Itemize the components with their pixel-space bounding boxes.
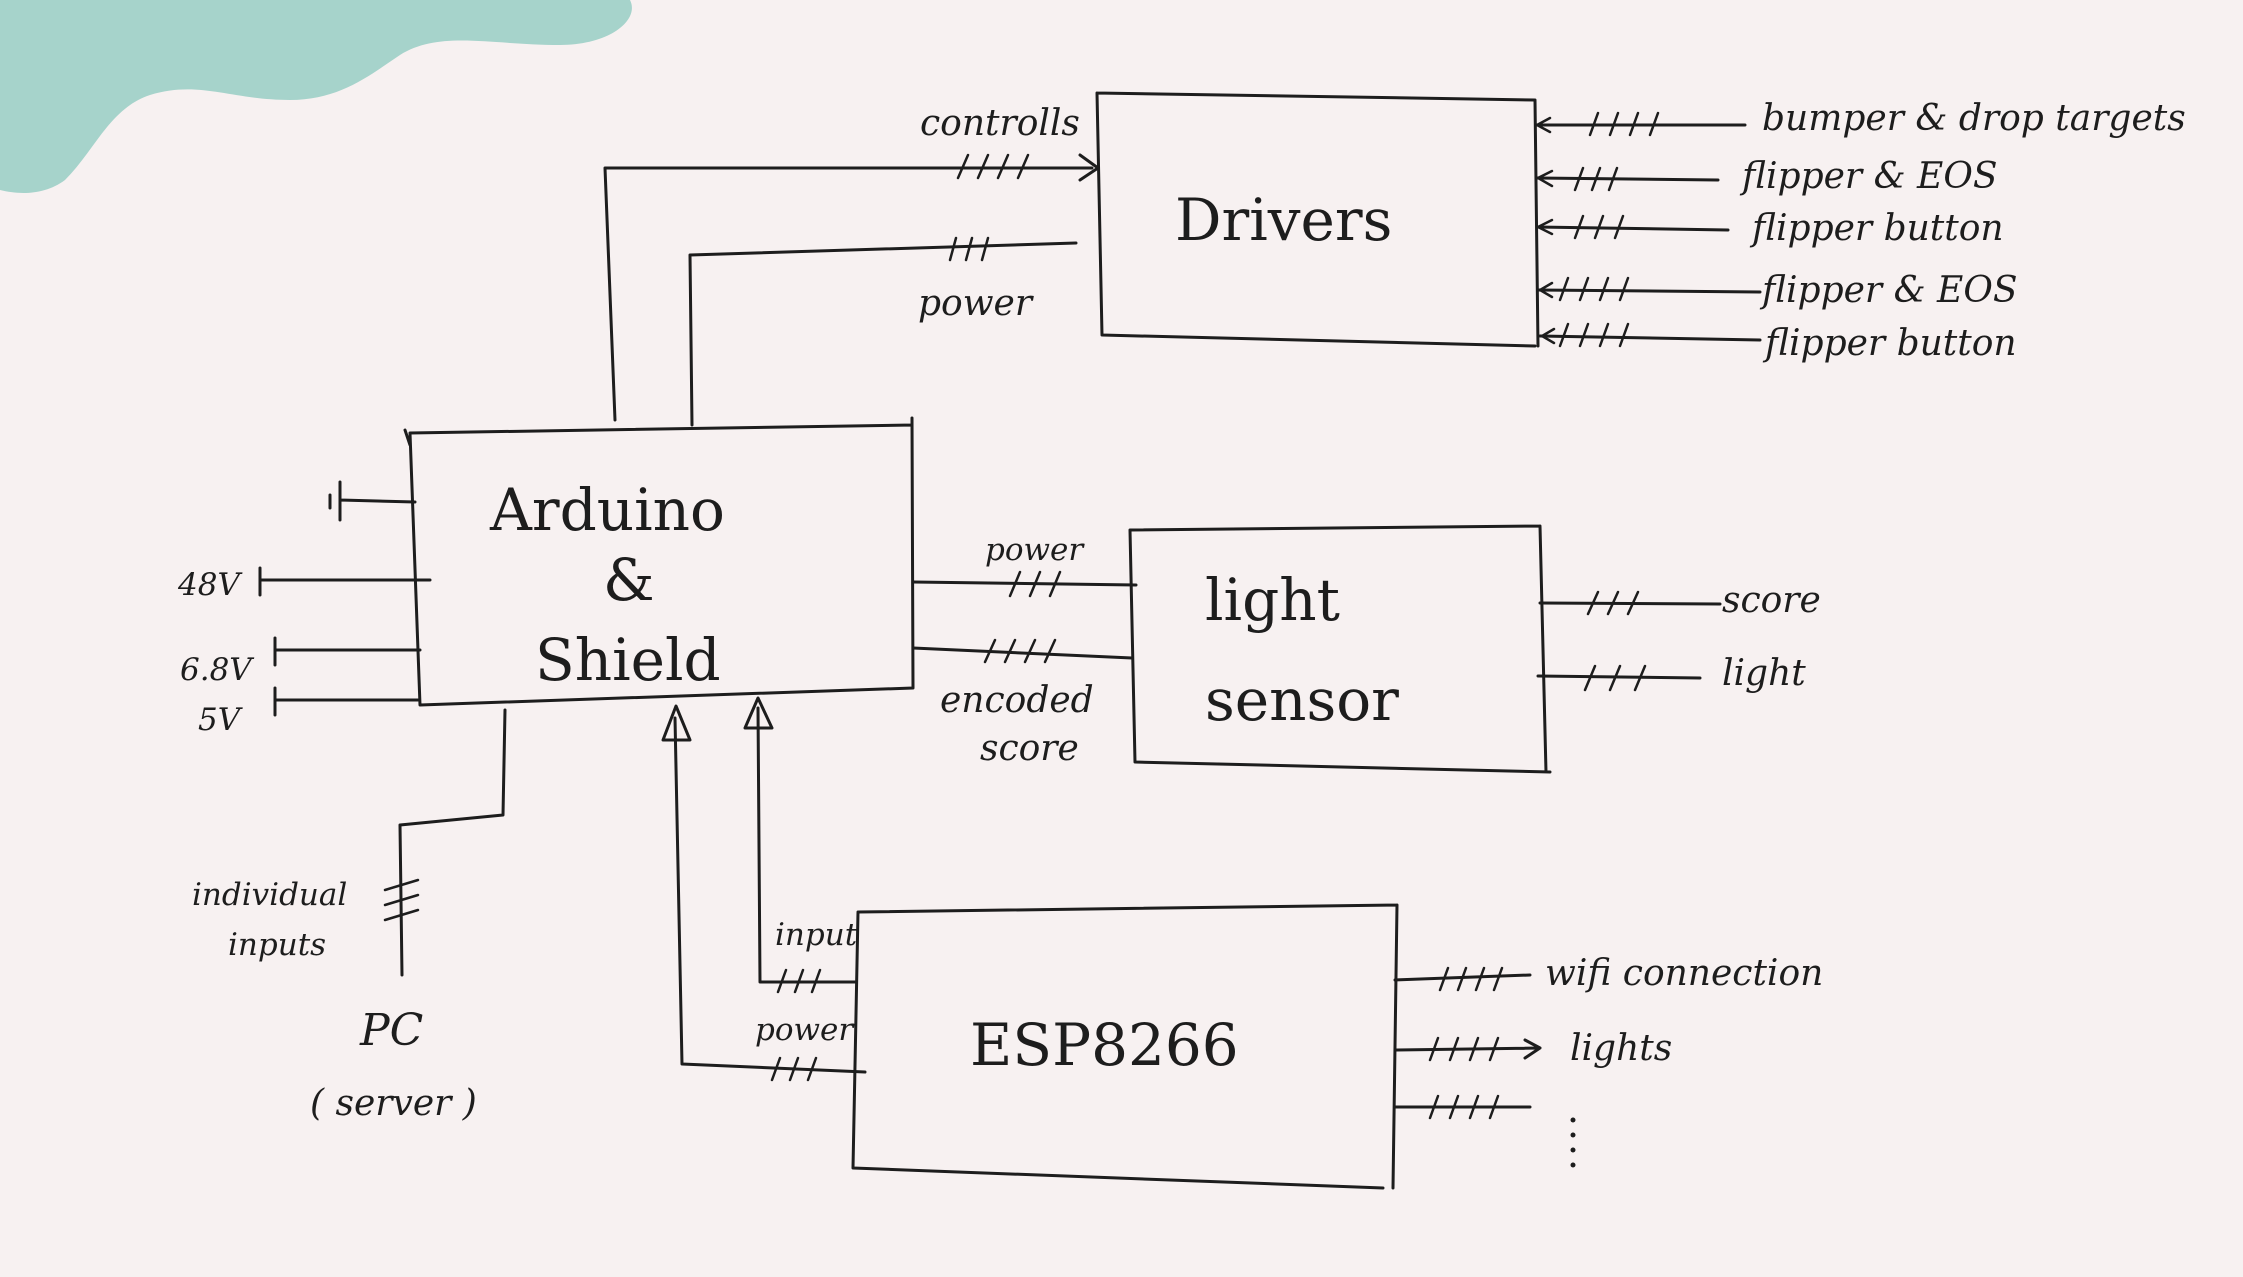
esp-power-ticks — [770, 1056, 818, 1082]
drivers-power-line — [688, 241, 1078, 427]
score-output-ticks — [1586, 590, 1640, 616]
esp-power-line — [673, 716, 867, 1074]
encoded-score-ticks — [983, 638, 1057, 664]
light-output-ticks — [1583, 664, 1647, 692]
esp-input-line — [756, 706, 857, 984]
score-output-label: score — [1722, 580, 1821, 621]
encoded-score-line — [911, 646, 1134, 660]
drivers-power-label: power — [918, 283, 1034, 324]
encoded-score-label-line1: encoded — [940, 680, 1094, 721]
drivers-output-label-5: flipper button — [1762, 323, 2017, 364]
more-outputs-ellipsis — [1570, 1117, 1576, 1168]
light-sensor-title-line2: sensor — [1205, 666, 1399, 734]
light-sensor-power-ticks — [1008, 570, 1062, 598]
esp8266-title: ESP8266 — [970, 1011, 1239, 1079]
ground-input — [328, 480, 417, 522]
voltage-48v-label: 48V — [177, 567, 243, 603]
light-sensor-block — [1128, 524, 1552, 774]
light-sensor-power-label: power — [985, 532, 1085, 568]
score-output-line — [1538, 601, 1722, 606]
individual-inputs-label-line1: individual — [192, 877, 347, 913]
arduino-shield-block — [403, 416, 915, 707]
light-sensor-power-line — [911, 580, 1138, 587]
esp-input-ticks — [776, 968, 822, 994]
drivers-output-ticks — [1558, 111, 1660, 348]
arduino-title-line1: Arduino — [489, 476, 725, 544]
light-output-line — [1536, 674, 1702, 680]
pc-link-ticks — [383, 878, 420, 922]
esp8266-block — [851, 903, 1399, 1190]
lights-output-line — [1393, 1038, 1542, 1060]
esp-input-label: input — [775, 917, 858, 953]
controls-line — [603, 166, 1094, 422]
input-6-8v-line — [273, 636, 422, 667]
controls-label: controlls — [920, 103, 1080, 144]
decorative-blob — [0, 0, 632, 193]
lights-output-label: lights — [1570, 1028, 1672, 1069]
extra-output-ticks — [1428, 1094, 1500, 1120]
voltage-5v-label: 5V — [198, 702, 244, 738]
drivers-output-lines — [1535, 123, 1762, 342]
individual-inputs-label-line2: inputs — [228, 927, 326, 963]
wifi-output-ticks — [1438, 966, 1504, 992]
esp-input-arrowhead — [743, 696, 774, 730]
wifi-connection-label: wifi connection — [1545, 953, 1823, 994]
light-output-label: light — [1722, 653, 1806, 694]
lights-output-ticks — [1428, 1036, 1500, 1062]
esp-power-label: power — [755, 1012, 855, 1048]
drivers-power-ticks — [948, 236, 990, 262]
drivers-output-label-3: flipper button — [1749, 208, 2004, 249]
drivers-output-label-1: bumper & drop targets — [1762, 98, 2186, 139]
drivers-title: Drivers — [1175, 186, 1392, 254]
input-5v-line — [273, 686, 420, 717]
arduino-title-line2: & — [603, 546, 655, 614]
pc-sublabel: ( server ) — [310, 1083, 477, 1124]
voltage-6-8v-label: 6.8V — [180, 652, 255, 688]
drivers-output-label-2: flipper & EOS — [1739, 156, 1998, 197]
controls-bus-ticks — [956, 153, 1030, 180]
pc-label: PC — [359, 1005, 423, 1056]
light-sensor-title-line1: light — [1205, 566, 1340, 634]
esp-power-arrowhead — [661, 704, 692, 742]
encoded-score-label-line2: score — [980, 728, 1079, 769]
arduino-title-line3: Shield — [535, 626, 721, 694]
controls-arrowhead — [1078, 153, 1100, 182]
input-48v-line — [258, 566, 432, 597]
drivers-output-label-4: flipper & EOS — [1759, 270, 2018, 311]
drivers-output-arrowheads — [1534, 116, 1556, 345]
pc-link-line — [398, 708, 507, 977]
drivers-block — [1095, 91, 1540, 348]
